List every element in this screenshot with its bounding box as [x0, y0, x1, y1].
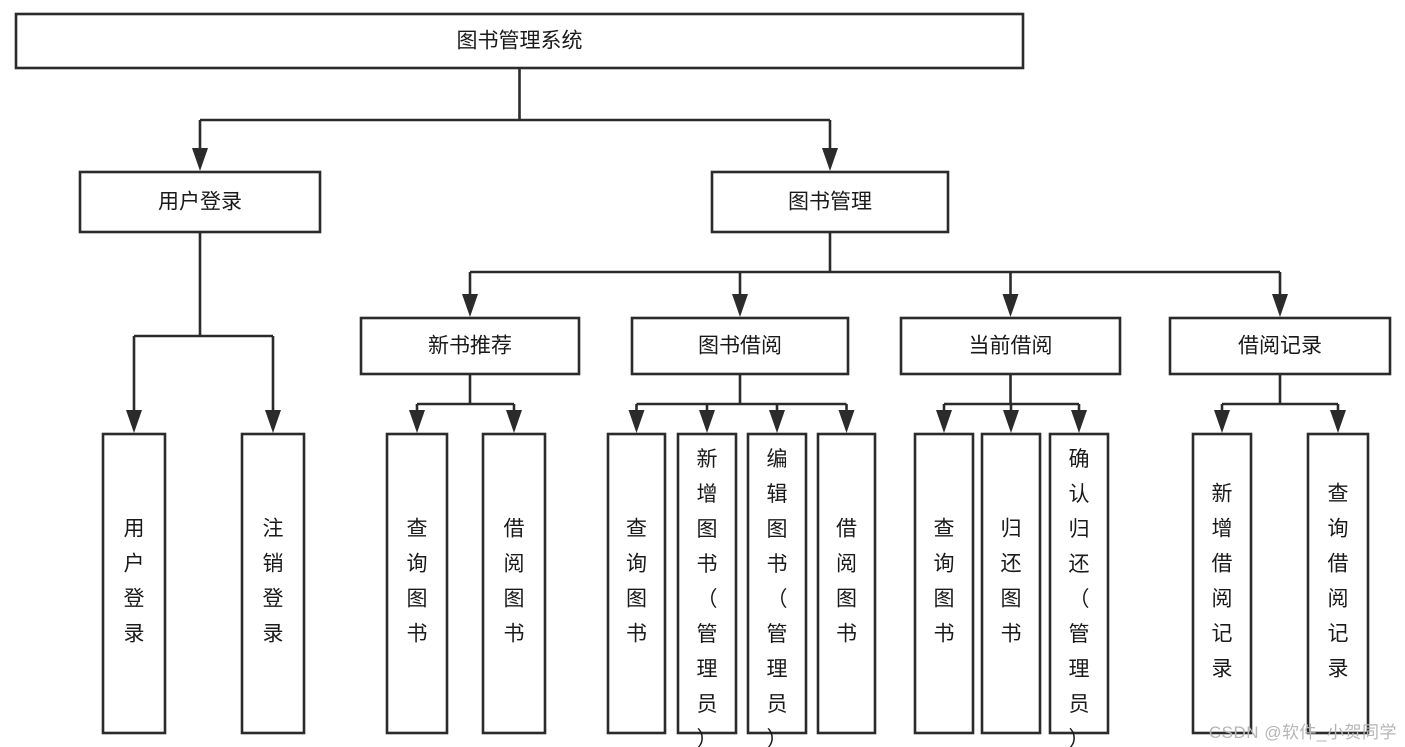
node-box[interactable] [913, 432, 975, 735]
edges-layer [126, 68, 1346, 433]
edge-group-root [192, 68, 838, 171]
node-box[interactable] [14, 12, 1025, 70]
node-box[interactable] [676, 432, 738, 735]
node-box[interactable] [710, 170, 950, 234]
arrow-head-icon [1071, 410, 1087, 433]
arrow-head-icon [769, 410, 785, 433]
arrow-head-icon [1003, 410, 1019, 433]
node-box[interactable] [101, 432, 167, 735]
node-leaf-query-book-3[interactable]: 查询图书 [913, 432, 975, 735]
node-label: 图书管理系统 [457, 30, 583, 53]
node-leaf-add-book[interactable]: 新增图书（管理员） [676, 432, 738, 747]
arrow-head-icon [1272, 294, 1288, 317]
node-label: 编辑图书（管理员） [767, 448, 788, 747]
nodes-layer: 图书管理系统用户登录图书管理新书推荐图书借阅当前借阅借阅记录用户登录注销登录查询… [14, 12, 1392, 747]
node-label: 新增借阅记录 [1212, 483, 1233, 681]
node-box[interactable] [1048, 432, 1110, 735]
node-label: 当前借阅 [969, 335, 1053, 358]
node-box[interactable] [816, 432, 877, 735]
node-box[interactable] [1191, 432, 1253, 735]
node-leaf-borrow-book-2[interactable]: 借阅图书 [816, 432, 877, 735]
arrow-head-icon [732, 294, 748, 317]
arrow-head-icon [628, 410, 645, 433]
node-label: 确认归还（管理员） [1069, 448, 1090, 747]
node-box[interactable] [481, 432, 547, 735]
node-book-manage[interactable]: 图书管理 [710, 170, 950, 234]
arrow-head-icon [265, 410, 281, 433]
node-box[interactable] [630, 316, 850, 376]
arrow-head-icon [1214, 410, 1230, 433]
node-box[interactable] [78, 170, 322, 234]
node-box[interactable] [359, 316, 581, 376]
arrow-head-icon [822, 148, 838, 171]
node-leaf-query-borrow-record[interactable]: 查询借阅记录 [1306, 432, 1370, 735]
node-label: 新书推荐 [428, 335, 512, 358]
node-user-login[interactable]: 用户登录 [78, 170, 322, 234]
arrow-head-icon [1330, 410, 1346, 433]
node-label: 用户登录 [158, 191, 242, 214]
node-label: 归还图书 [1001, 518, 1022, 646]
node-leaf-query-book-1[interactable]: 查询图书 [385, 432, 449, 735]
edge-group-new-book-recommend [409, 374, 522, 433]
node-label: 用户登录 [124, 518, 145, 646]
node-box[interactable] [899, 316, 1122, 376]
edge-group-borrow-record [1214, 374, 1346, 433]
edge-group-book-manage [462, 232, 1288, 317]
node-current-borrow[interactable]: 当前借阅 [899, 316, 1122, 376]
node-leaf-user-login[interactable]: 用户登录 [101, 432, 167, 735]
node-box[interactable] [980, 432, 1042, 735]
node-label: 查询借阅记录 [1328, 483, 1349, 681]
node-label: 查询图书 [934, 518, 955, 646]
arrow-head-icon [506, 410, 522, 433]
edge-group-user-login [126, 232, 281, 433]
arrow-head-icon [192, 148, 208, 171]
node-box[interactable] [1306, 432, 1370, 735]
node-borrow-record[interactable]: 借阅记录 [1168, 316, 1392, 376]
arrow-head-icon [838, 410, 855, 433]
node-label: 图书借阅 [698, 335, 782, 358]
node-label: 借阅记录 [1238, 335, 1322, 358]
arrow-head-icon [1002, 294, 1019, 317]
node-new-book-recommend[interactable]: 新书推荐 [359, 316, 581, 376]
node-leaf-borrow-book-1[interactable]: 借阅图书 [481, 432, 547, 735]
arrow-head-icon [409, 410, 425, 433]
watermark-text: CSDN @软件_小贺同学 [1208, 723, 1397, 742]
node-label: 图书管理 [788, 191, 872, 214]
node-box[interactable] [746, 432, 808, 735]
edge-group-book-borrow [628, 374, 855, 433]
node-leaf-query-book-2[interactable]: 查询图书 [606, 432, 667, 735]
arrow-head-icon [462, 294, 478, 317]
node-box[interactable] [385, 432, 449, 735]
node-label: 借阅图书 [836, 518, 857, 646]
node-box[interactable] [606, 432, 667, 735]
edge-group-current-borrow [936, 374, 1087, 433]
node-label: 注销登录 [263, 518, 284, 646]
node-box[interactable] [240, 432, 306, 735]
node-box[interactable] [1168, 316, 1392, 376]
node-label: 查询图书 [626, 518, 647, 646]
node-leaf-edit-book[interactable]: 编辑图书（管理员） [746, 432, 808, 747]
arrow-head-icon [936, 410, 952, 433]
node-label: 新增图书（管理员） [697, 448, 718, 747]
arrow-head-icon [126, 410, 142, 433]
node-book-borrow[interactable]: 图书借阅 [630, 316, 850, 376]
arrow-head-icon [699, 410, 715, 433]
node-label: 查询图书 [407, 518, 428, 646]
node-root[interactable]: 图书管理系统 [14, 12, 1025, 70]
node-leaf-confirm-return[interactable]: 确认归还（管理员） [1048, 432, 1110, 747]
node-label: 借阅图书 [504, 518, 525, 646]
node-leaf-add-borrow-record[interactable]: 新增借阅记录 [1191, 432, 1253, 735]
node-leaf-return-book[interactable]: 归还图书 [980, 432, 1042, 735]
node-leaf-logout-login[interactable]: 注销登录 [240, 432, 306, 735]
